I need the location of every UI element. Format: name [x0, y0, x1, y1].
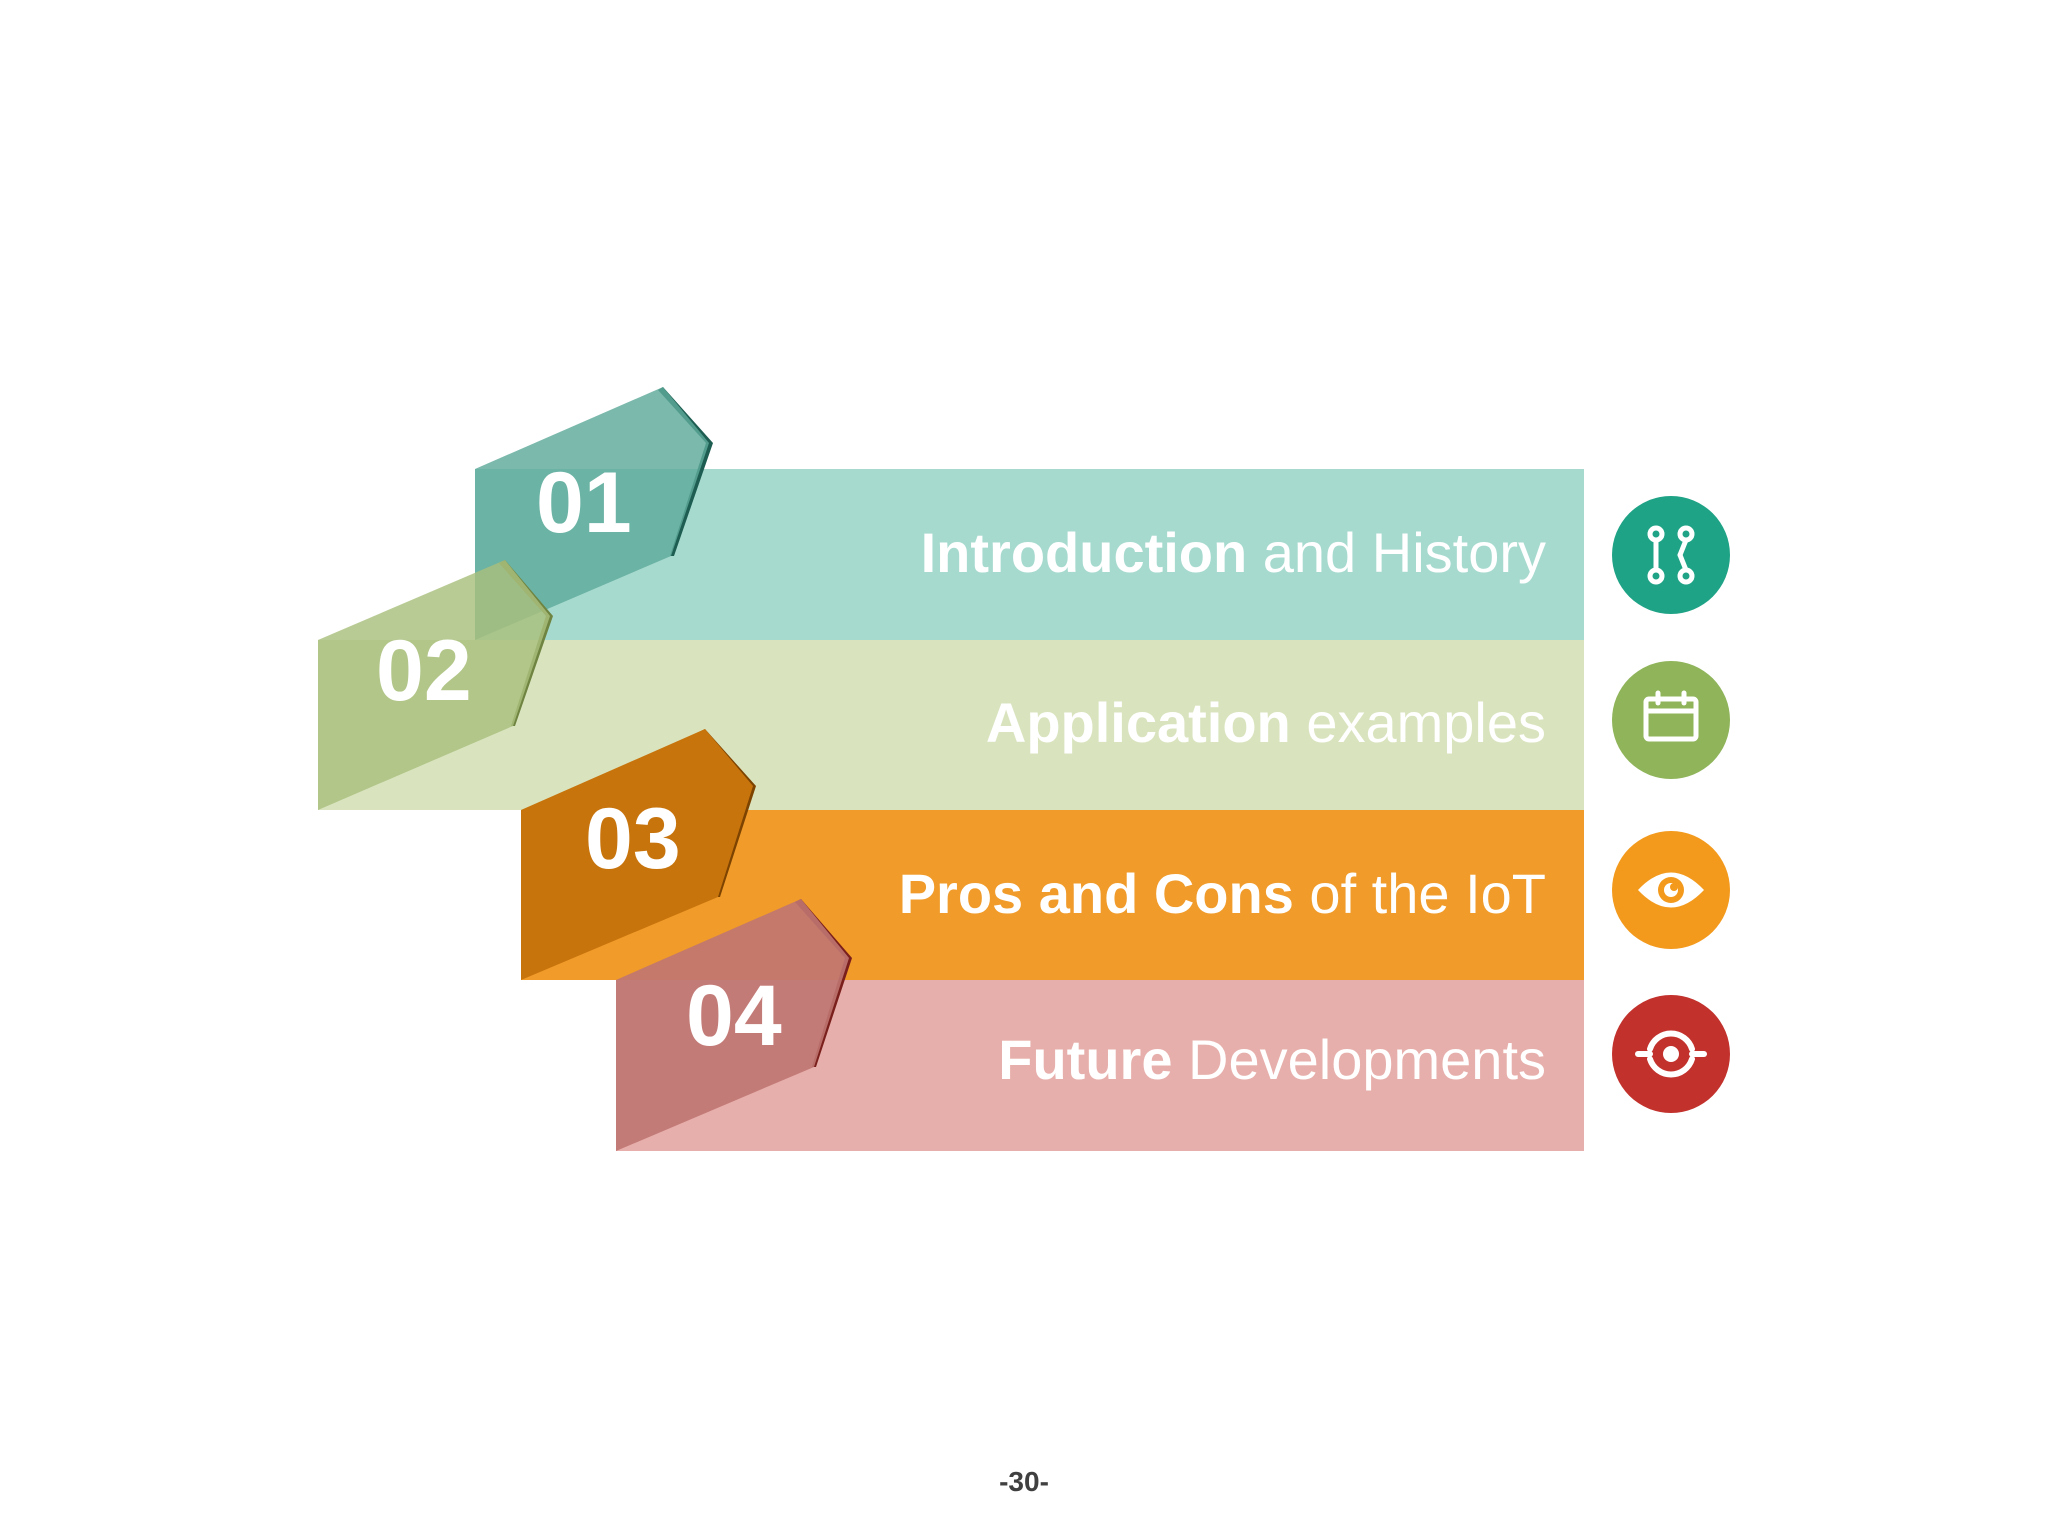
- item-2-label: Application examples: [986, 690, 1546, 755]
- item-4-text-wrap: Future Developments: [0, 1027, 1546, 1097]
- item-2-bold: Application: [985, 691, 1291, 754]
- item-4-rest: Developments: [1172, 1028, 1546, 1091]
- item-number-2: 02: [376, 623, 472, 719]
- item-number-4: 04: [686, 968, 782, 1064]
- tab-1: [475, 387, 709, 640]
- item-1-text-wrap: Introduction and History: [0, 520, 1546, 590]
- item-2-text-wrap: Application examples: [0, 690, 1546, 760]
- item-3-label: Pros and Cons of the IoT: [899, 861, 1546, 926]
- tab-3-fold: [699, 729, 756, 897]
- item-3-bold: Pros and Cons: [898, 862, 1294, 925]
- item-number-1: 01: [536, 455, 632, 551]
- circuit-icon: [1612, 496, 1730, 614]
- item-1-rest: and History: [1247, 521, 1546, 584]
- tab-2-fold: [499, 560, 553, 726]
- item-1-label: Introduction and History: [921, 520, 1546, 585]
- tab-3: [521, 729, 753, 980]
- item-number-3: 03: [585, 791, 681, 887]
- item-4-bold: Future: [998, 1028, 1173, 1091]
- sync-eye-icon: [1612, 995, 1730, 1113]
- item-4-label: Future Developments: [998, 1027, 1546, 1092]
- item-3-rest: of the IoT: [1293, 862, 1546, 925]
- item-2-rest: examples: [1290, 691, 1546, 754]
- tab-1-fold: [658, 387, 713, 556]
- eye-icon: [1612, 831, 1730, 949]
- tab-2: [318, 560, 550, 810]
- item-3-text-wrap: Pros and Cons of the IoT: [0, 861, 1546, 931]
- tab-4: [616, 899, 849, 1151]
- page-number: -30-: [999, 1466, 1049, 1497]
- calendar-icon: [1612, 661, 1730, 779]
- item-1-bold: Introduction: [920, 521, 1248, 584]
